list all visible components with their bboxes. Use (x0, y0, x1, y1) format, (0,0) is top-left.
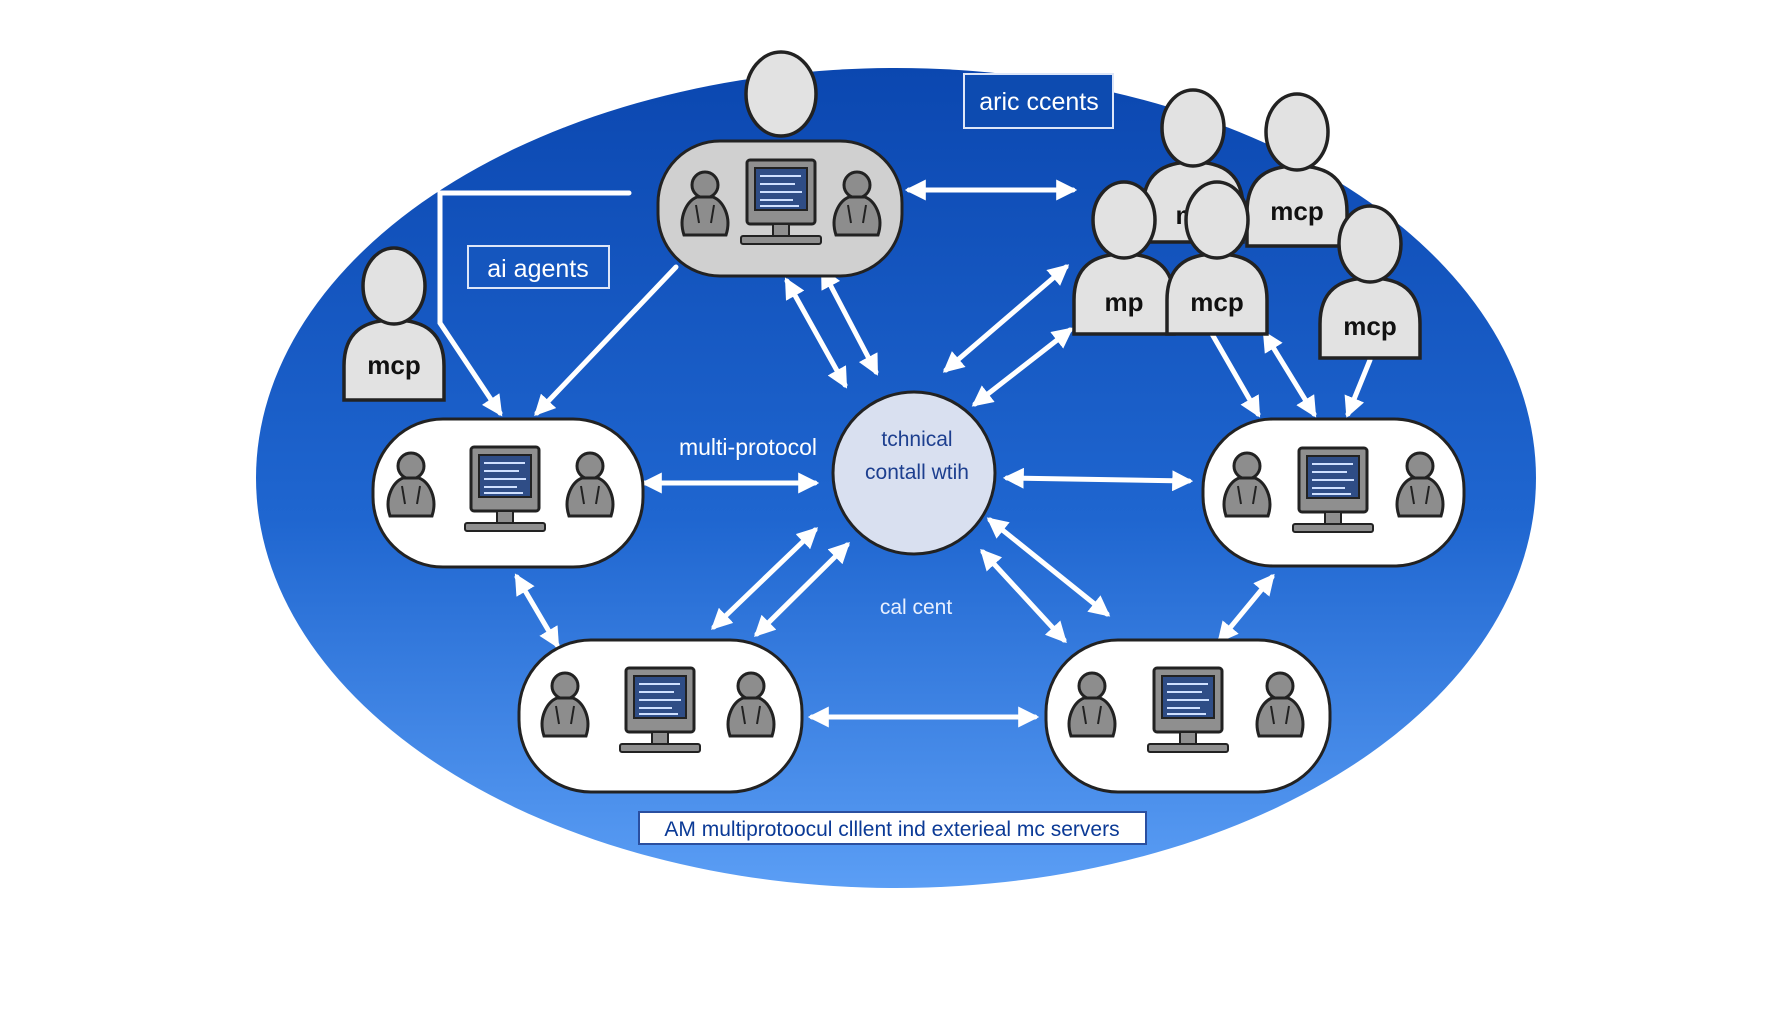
agent-cluster: m mcp mp mcp mcp (1072, 88, 1422, 360)
person-icon (744, 50, 818, 138)
arrow-group (437, 179, 1373, 728)
agent-cluster-front-mid: mcp (1165, 180, 1269, 336)
agent-left: mcp (342, 246, 446, 402)
client-node-left (371, 417, 645, 569)
arrow-icon (1262, 330, 1317, 418)
aric-centers-label: aric ccents (979, 88, 1098, 116)
arrow-icon (1344, 357, 1373, 418)
agent-cluster-back-right: mcp (1245, 92, 1349, 248)
aric-centers-box: aric ccents (963, 73, 1114, 129)
agent-top (744, 50, 818, 138)
client-node-bottom-right (1044, 638, 1332, 794)
client-node-bottom-left (517, 638, 804, 794)
caption-label: AM multiprotoocul clllent ind exterieal … (664, 818, 1119, 841)
arrow-icon (514, 573, 560, 649)
arrow-icon (1209, 331, 1261, 418)
arrow-icon (942, 264, 1070, 373)
agent-cluster-front-right: mcp (1318, 204, 1422, 360)
hub-label-line2: contall wtih (865, 461, 969, 484)
agent-left-label: mcp (367, 350, 420, 380)
caption-box: AM multiprotoocul clllent ind exterieal … (638, 811, 1147, 845)
arrow-icon (534, 264, 679, 417)
arrow-icon (1217, 573, 1275, 644)
arrow-icon (971, 327, 1074, 407)
ai-agents-box: ai agents (467, 245, 610, 289)
arrow-icon (820, 267, 879, 376)
arrow-icon (1002, 467, 1194, 492)
multi-protocol-label: multi-protocol (679, 434, 817, 460)
agent-label: mp (1105, 287, 1144, 317)
cal-cent-label: cal cent (880, 596, 953, 619)
agent-label: mcp (1190, 287, 1243, 317)
ai-agents-label: ai agents (487, 255, 588, 283)
agent-label: mcp (1343, 311, 1396, 341)
arrow-icon (437, 190, 632, 417)
arrow-icon (980, 548, 1067, 644)
central-hub: tchnical contall wtih (831, 390, 997, 556)
hub-label-line1: tchnical (881, 428, 952, 451)
arrow-icon (754, 542, 850, 637)
client-node-top (656, 139, 904, 278)
agent-cluster-front-left: mp (1072, 180, 1176, 336)
agent-label: mcp (1270, 196, 1323, 226)
client-node-right (1201, 417, 1466, 568)
